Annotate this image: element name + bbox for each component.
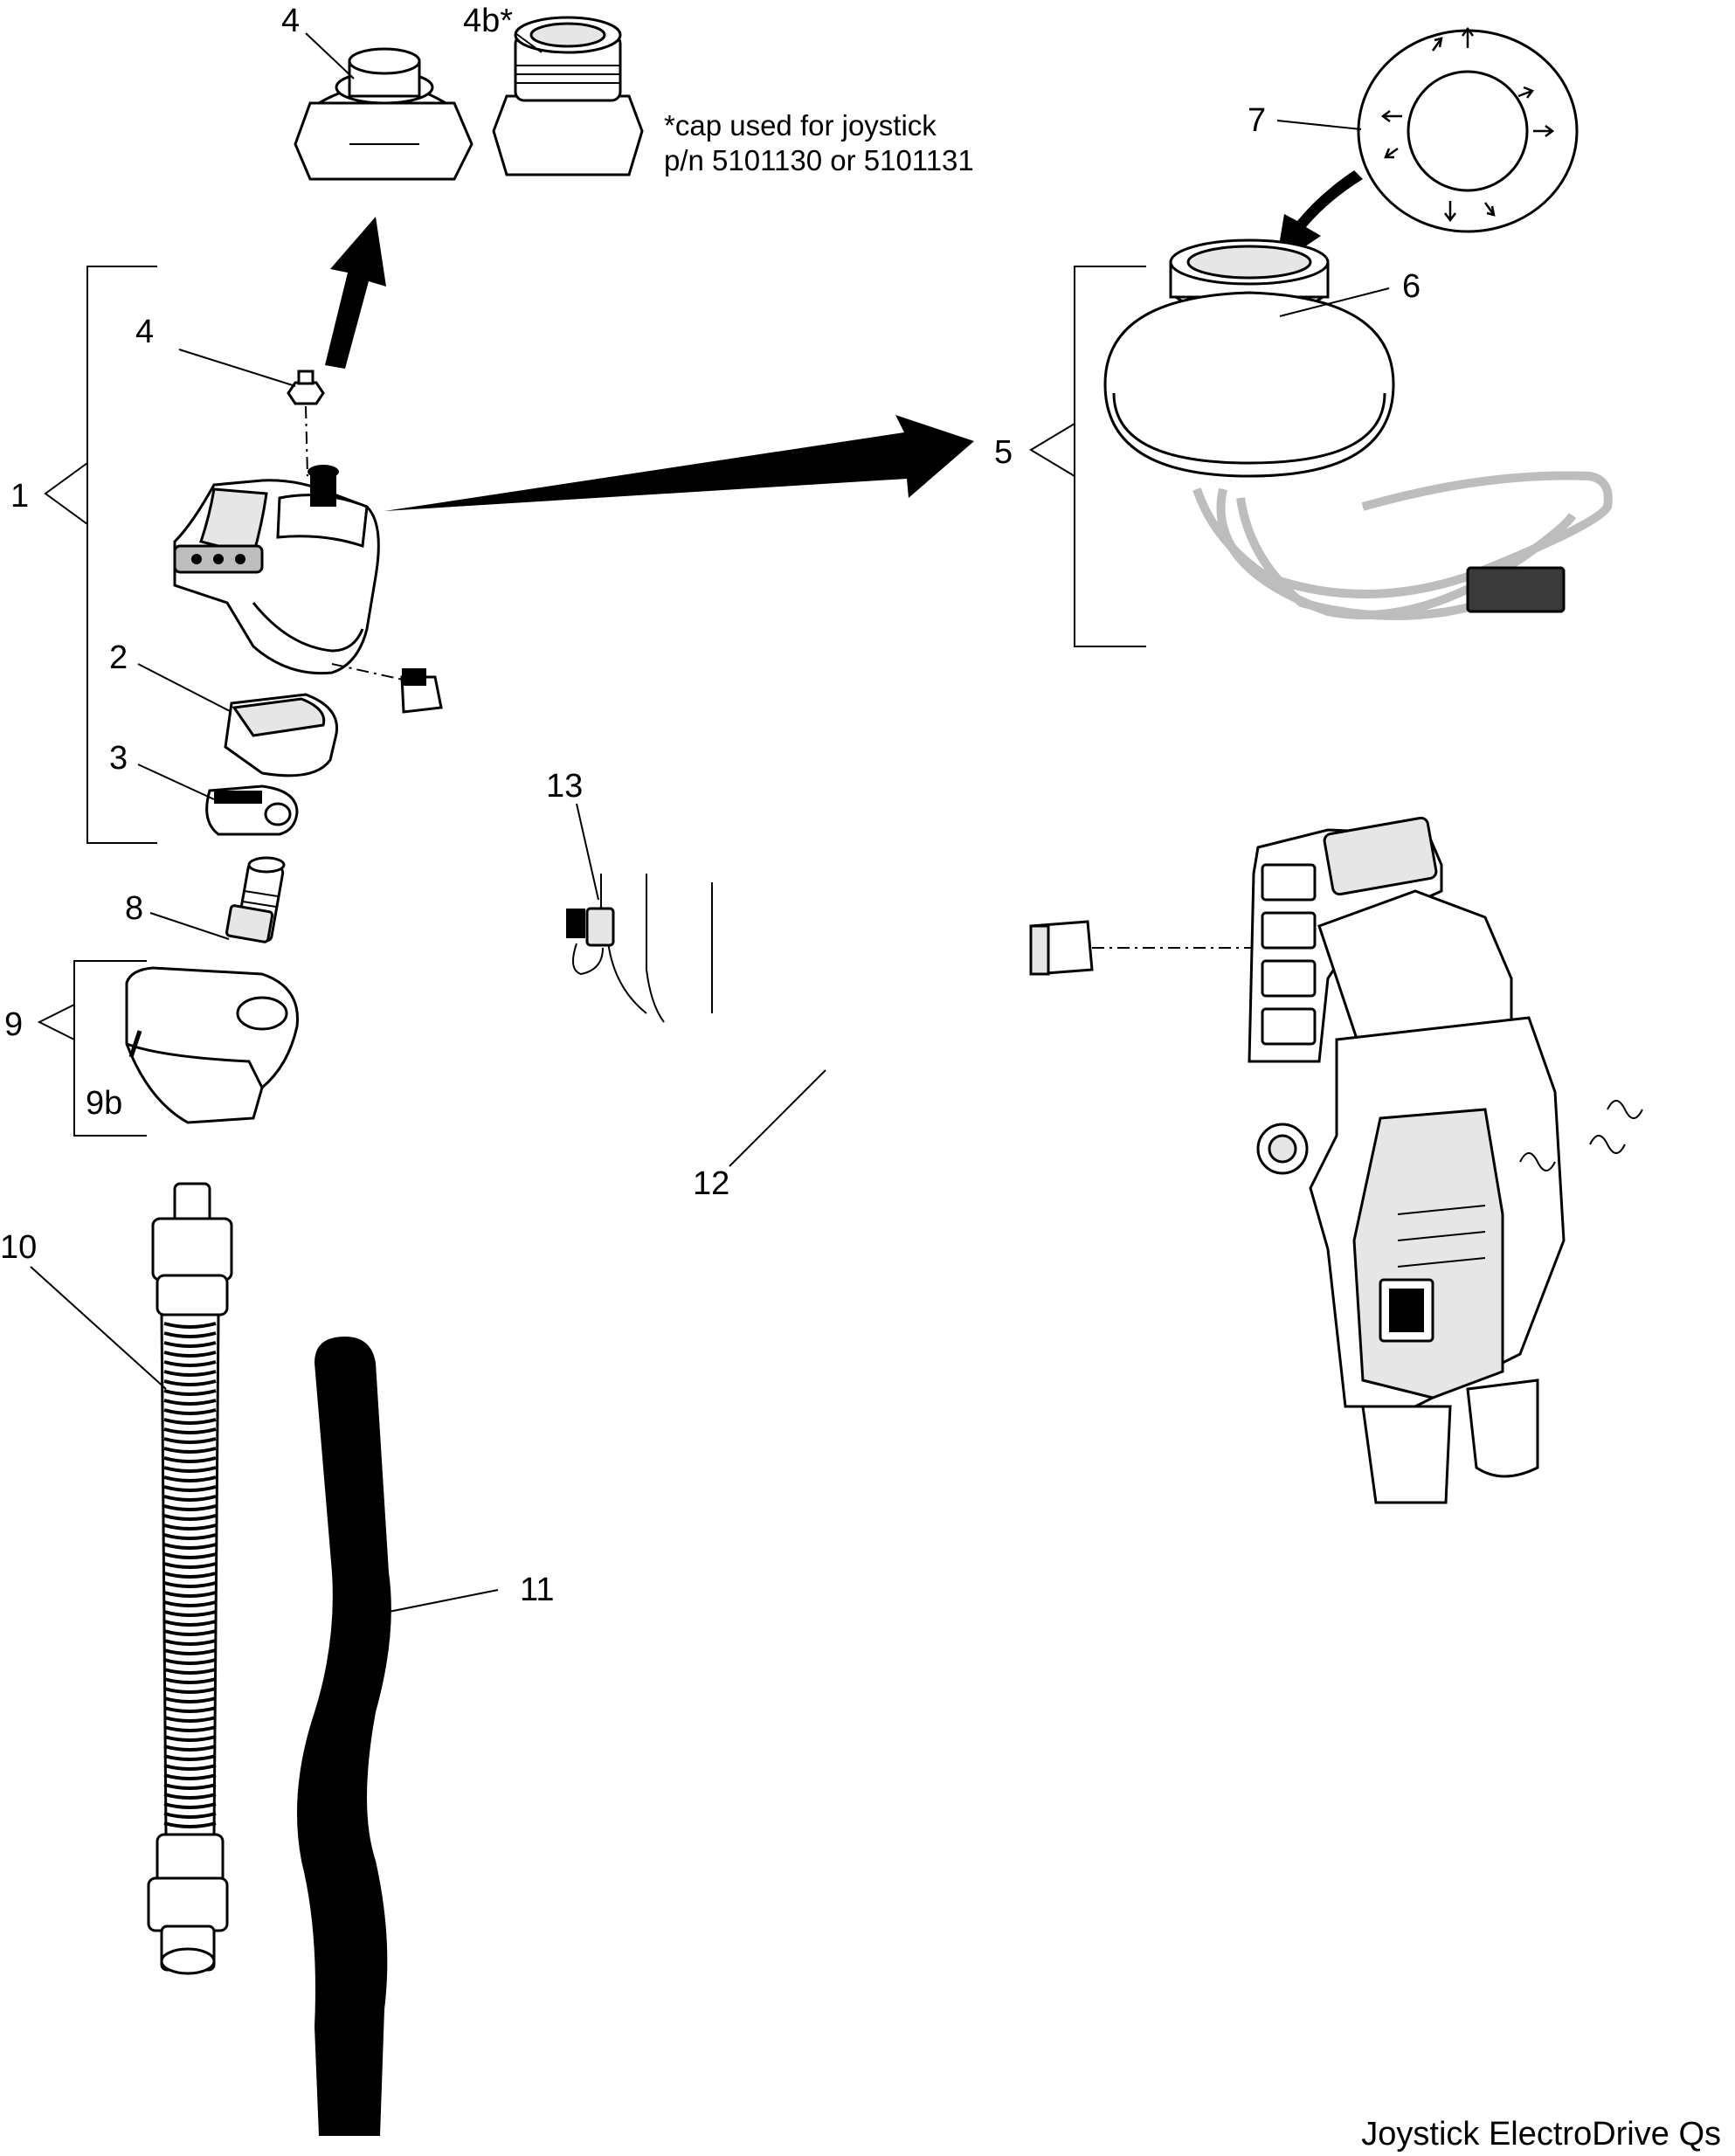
hose-braid-ring [163, 1427, 217, 1434]
hose-braid-ring [163, 1745, 217, 1752]
hose-braid-ring [163, 1668, 217, 1675]
hose-braid-ring [163, 1543, 217, 1550]
hose-braid-ring [163, 1466, 217, 1473]
hose-braid-ring [163, 1716, 217, 1723]
arrow-icon-7-to-6 [1275, 170, 1363, 266]
note-line-2: p/n 5101130 or 5101131 [664, 144, 974, 176]
hose-braid-ring [163, 1562, 217, 1569]
hose-braid-ring [163, 1341, 217, 1348]
callout-11: 11 [520, 1572, 554, 1608]
hose-braid-ring [163, 1456, 217, 1463]
hose-braid-ring [163, 1677, 217, 1684]
hose-braid-ring [163, 1524, 217, 1531]
hose-braid-ring [163, 1629, 217, 1636]
hose-braid-ring [163, 1360, 217, 1367]
diagram-title: Joystick ElectroDrive Qs [1361, 2116, 1721, 2153]
callout-9: 9 [4, 1006, 23, 1043]
callout-13: 13 [546, 768, 583, 805]
callout-5: 5 [994, 434, 1013, 471]
hose-braid-ring [163, 1572, 217, 1579]
part-4-small-cap [287, 370, 325, 405]
hose-braid-ring [163, 1418, 217, 1425]
part-9-base-cover [125, 966, 299, 1124]
part-2-housing [224, 693, 339, 777]
hose-braid-ring [163, 1485, 217, 1492]
part-3-clip [205, 784, 299, 836]
hose-braid-ring [163, 1696, 217, 1703]
part-10-braided-hose [147, 1182, 233, 1975]
hose-braid-ring [163, 1706, 217, 1713]
joystick-controller [173, 465, 380, 675]
hose-braid-ring [163, 1581, 217, 1588]
hose-braid-ring [163, 1399, 217, 1406]
hose-braid-ring [163, 1764, 217, 1771]
callout-4b: 4b* [463, 3, 513, 39]
hose-braid-ring [163, 1370, 217, 1377]
hose-braid-ring [163, 1447, 217, 1454]
callout-2: 2 [109, 639, 128, 676]
hose-braid-ring [163, 1351, 217, 1358]
hose-braid-ring [163, 1658, 217, 1665]
callout-10: 10 [0, 1229, 37, 1266]
hose-braid-ring [163, 1408, 217, 1415]
hose-braid-ring [163, 1504, 217, 1511]
part-4b-cap [492, 16, 644, 176]
callout-12: 12 [693, 1165, 729, 1202]
callout-1: 1 [10, 478, 29, 515]
hose-braid-ring [163, 1735, 217, 1742]
direction-arrows-icon [1380, 26, 1555, 223]
part-13-filter [566, 874, 615, 976]
callout-7: 7 [1248, 102, 1266, 139]
hose-braid-ring [163, 1533, 217, 1540]
bracket-9 [73, 960, 147, 1137]
part-5-wire-harness [1192, 471, 1613, 620]
arrow-icon-1-to-5 [384, 415, 974, 511]
part-9b-screw [128, 1030, 142, 1058]
callout-6: 6 [1402, 268, 1420, 305]
hose-braid-ring [163, 1687, 217, 1694]
bracket-5 [1074, 266, 1146, 647]
hose-braid-ring [163, 1379, 217, 1386]
callout-8: 8 [125, 890, 143, 927]
part-12-wiring-harness [400, 668, 1094, 1081]
part-6-joystick-cover [1103, 238, 1395, 478]
hose-braid-ring [163, 1389, 217, 1396]
hose-braid-ring [163, 1610, 217, 1617]
hose-braid-ring [163, 1322, 217, 1329]
part-8-fitting [225, 856, 286, 943]
hose-braid-ring [163, 1620, 217, 1627]
note-line-1: *cap used for joystick [664, 109, 937, 142]
part-7-direction-label [1357, 26, 1579, 233]
hose-braid-ring [163, 1773, 217, 1780]
hose-braid-ring [163, 1514, 217, 1521]
hose-braid-ring [163, 1495, 217, 1502]
hose-braid-ring [163, 1821, 217, 1828]
callout-9b: 9b [86, 1085, 122, 1122]
hose-braid-ring [163, 1600, 217, 1607]
callout-3: 3 [109, 740, 128, 777]
hose-braid-ring [163, 1793, 217, 1800]
hose-braid-ring [163, 1639, 217, 1646]
hose-braid-ring [163, 1437, 217, 1444]
valve-block-assembly [1248, 816, 1643, 1504]
hose-braid-ring [163, 1812, 217, 1819]
hose-braid-ring [163, 1648, 217, 1655]
hose-braid-ring [163, 1591, 217, 1598]
hose-braid-ring [163, 1552, 217, 1559]
callout-4-top: 4 [281, 3, 300, 39]
hose-braid-ring [163, 1783, 217, 1790]
hose-braid-ring [163, 1725, 217, 1732]
bracket-1 [86, 266, 157, 844]
part-11-hose [297, 1337, 391, 2136]
arrow-icon-4-up [325, 217, 386, 369]
hose-braid-ring [163, 1475, 217, 1482]
hose-braid-ring [163, 1754, 217, 1761]
hose-braid-ring [163, 1331, 217, 1338]
part-4-cap [294, 47, 473, 181]
hose-braid-ring [163, 1802, 217, 1809]
callout-4-mid: 4 [135, 314, 154, 350]
